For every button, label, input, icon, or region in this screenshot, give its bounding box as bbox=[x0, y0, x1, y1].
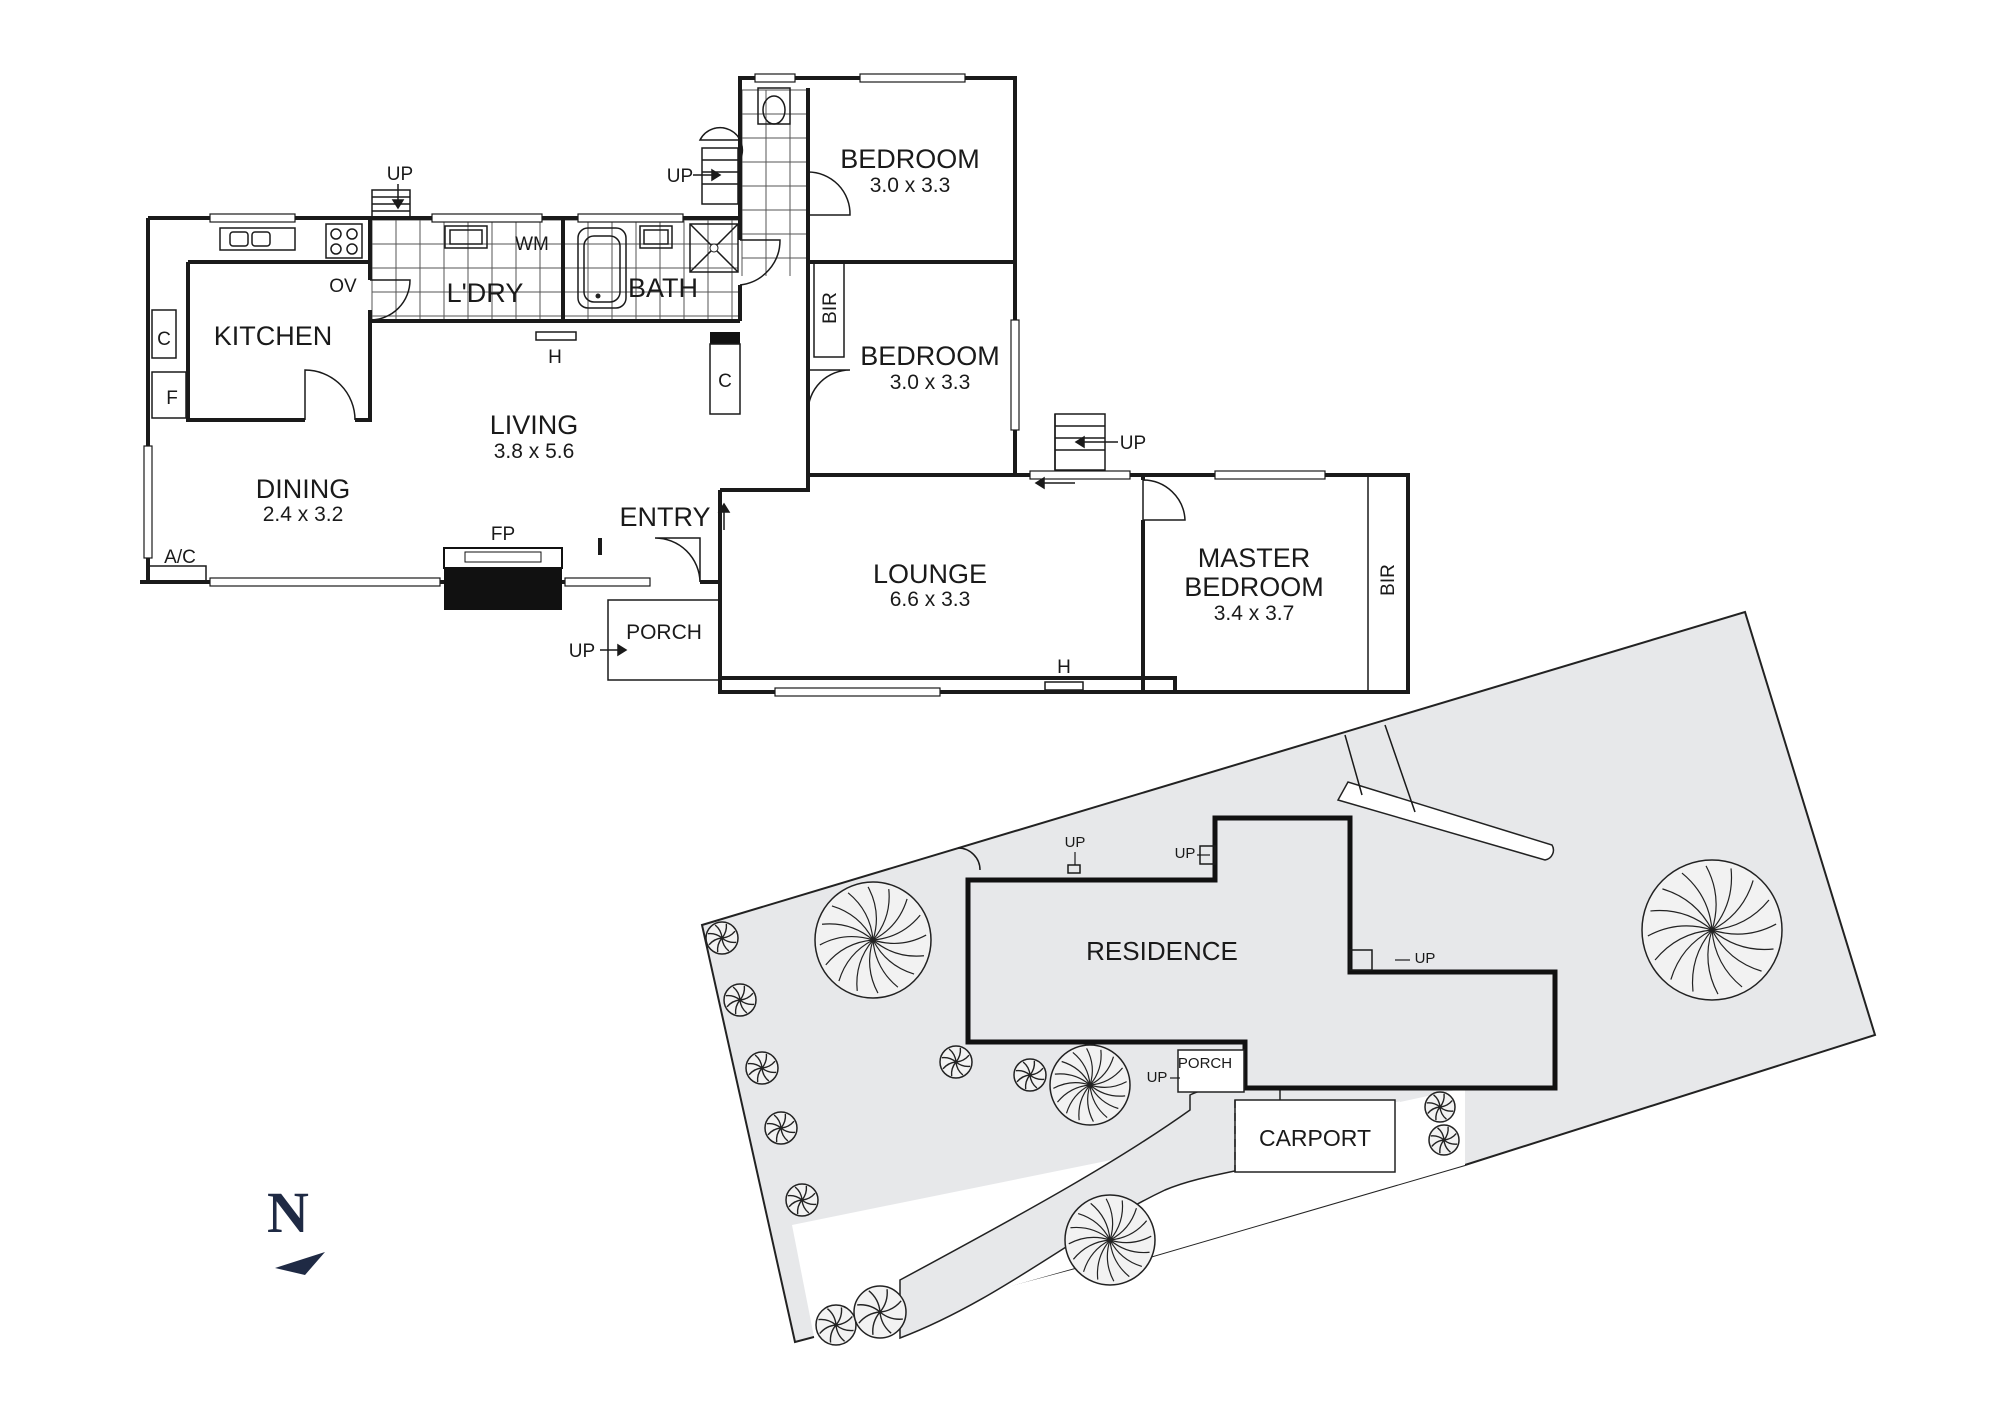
living-dims: 3.8 x 5.6 bbox=[494, 440, 575, 463]
fixture-labels: OV WM C F C H H BIR BIR FP A/C UP UP UP … bbox=[157, 164, 1399, 678]
lounge-dims: 6.6 x 3.3 bbox=[890, 588, 971, 611]
cupboard-hall-label: C bbox=[718, 371, 732, 392]
heater-lounge-label: H bbox=[1057, 657, 1071, 678]
bedroom-2-dims: 3.0 x 3.3 bbox=[870, 174, 951, 197]
bath-fixtures bbox=[444, 87, 1084, 691]
site-up-porch-label: UP bbox=[1147, 1069, 1168, 1086]
oven-label: OV bbox=[329, 276, 357, 297]
tree-icon bbox=[1641, 859, 1783, 1001]
lounge-label: LOUNGE bbox=[873, 559, 987, 589]
tree-icon bbox=[764, 1111, 798, 1145]
carport-label: CARPORT bbox=[1259, 1125, 1371, 1151]
tree-icon bbox=[785, 1183, 819, 1217]
cupboard-kitchen-label: C bbox=[157, 329, 171, 350]
trees bbox=[705, 859, 1783, 1346]
site-up-side-label: UP bbox=[1415, 950, 1436, 967]
carport bbox=[1234, 1099, 1396, 1173]
tiled-floor-laundry-bath bbox=[370, 88, 808, 321]
tree-icon bbox=[814, 881, 932, 999]
dining-label: DINING bbox=[256, 474, 351, 504]
tree-icon bbox=[723, 983, 757, 1017]
floor-plan: BEDROOM 3.0 x 3.3 BEDROOM 3.0 x 3.3 KITC… bbox=[140, 73, 1410, 697]
bath-label: BATH bbox=[628, 273, 698, 303]
bedroom-3-label: BEDROOM bbox=[860, 341, 1000, 371]
fridge-label: F bbox=[166, 388, 178, 409]
stairs-up-bath-label: UP bbox=[667, 166, 693, 187]
stairs-up-porch-label: UP bbox=[569, 641, 595, 662]
bir-2-label: BIR bbox=[1378, 564, 1399, 596]
fireplace-label: FP bbox=[491, 524, 515, 545]
tree-icon bbox=[1013, 1058, 1047, 1092]
kitchen-label: KITCHEN bbox=[214, 321, 333, 351]
arrows bbox=[391, 168, 1118, 657]
tree-icon bbox=[1424, 1091, 1456, 1123]
master-label-line2: BEDROOM bbox=[1184, 572, 1324, 602]
bedroom-2-label: BEDROOM bbox=[840, 144, 980, 174]
laundry-label: L'DRY bbox=[447, 278, 524, 308]
tree-icon bbox=[705, 921, 739, 955]
porch-label: PORCH bbox=[626, 621, 702, 644]
residence-footprint bbox=[965, 815, 1558, 1091]
tree-icon bbox=[853, 1285, 907, 1339]
heater-living-label: H bbox=[548, 347, 562, 368]
entry-label: ENTRY bbox=[619, 502, 710, 532]
windows bbox=[143, 73, 1326, 697]
north-letter: N bbox=[267, 1180, 309, 1245]
site-up-top-right-label: UP bbox=[1175, 845, 1196, 862]
master-dims: 3.4 x 3.7 bbox=[1214, 602, 1295, 625]
site-porch-label: PORCH bbox=[1178, 1055, 1232, 1072]
doors bbox=[304, 126, 1186, 583]
bedroom-3-dims: 3.0 x 3.3 bbox=[890, 371, 971, 394]
tree-icon bbox=[745, 1051, 779, 1085]
tree-icon bbox=[1064, 1194, 1156, 1286]
tree-icon bbox=[1049, 1044, 1131, 1126]
washing-machine-label: WM bbox=[515, 234, 549, 255]
fireplace bbox=[443, 547, 563, 610]
north-compass: N bbox=[267, 1180, 325, 1275]
north-arrow-icon bbox=[275, 1252, 325, 1275]
master-label-line1: MASTER bbox=[1198, 543, 1311, 573]
stairs-up-side-label: UP bbox=[1120, 433, 1146, 454]
tree-icon bbox=[815, 1304, 857, 1346]
site-plan: RESIDENCE CARPORT PORCH UP UP UP UP bbox=[700, 610, 1877, 1346]
tree-icon bbox=[939, 1045, 973, 1079]
site-up-top-left-label: UP bbox=[1065, 834, 1086, 851]
bir-1-label: BIR bbox=[820, 292, 841, 324]
living-label: LIVING bbox=[490, 410, 579, 440]
tree-icon bbox=[1428, 1124, 1460, 1156]
room-labels: BEDROOM 3.0 x 3.3 BEDROOM 3.0 x 3.3 KITC… bbox=[214, 144, 1324, 644]
residence-label: RESIDENCE bbox=[1086, 936, 1238, 966]
stairs-up-laundry-label: UP bbox=[387, 164, 413, 185]
dining-dims: 2.4 x 3.2 bbox=[263, 503, 344, 526]
aircon-label: A/C bbox=[164, 547, 196, 568]
kitchen-fixtures bbox=[151, 223, 363, 419]
